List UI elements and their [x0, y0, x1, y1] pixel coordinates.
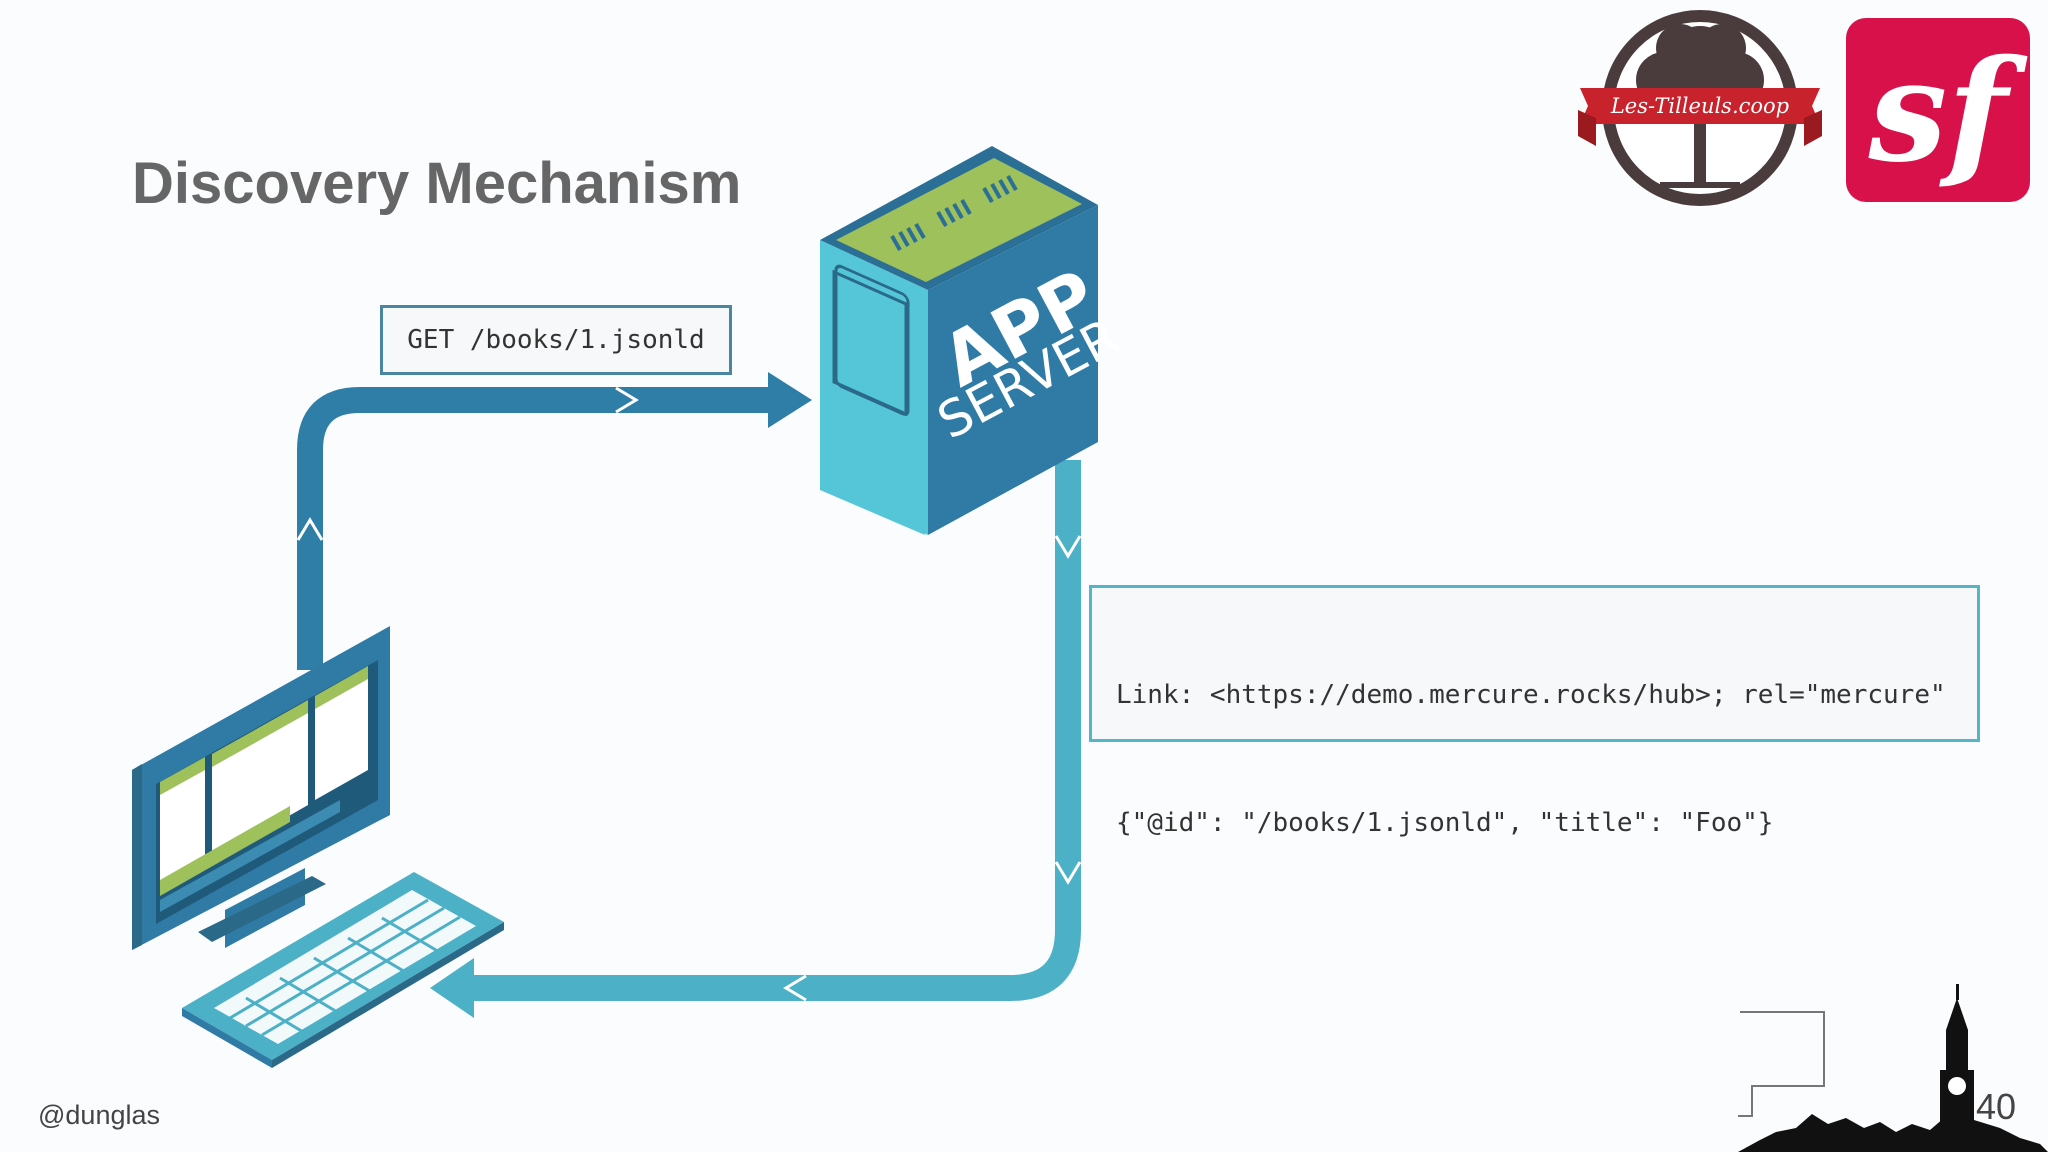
response-body-line: {"@id": "/books/1.jsonld", "title": "Foo…	[1116, 808, 1774, 838]
city-skyline-icon	[1738, 984, 2048, 1152]
desktop-computer-icon	[132, 626, 390, 950]
server-icon: APP SERVER	[820, 146, 1129, 535]
response-header-line: Link: <https://demo.mercure.rocks/hub>; …	[1116, 680, 1946, 710]
request-line: GET /books/1.jsonld	[407, 325, 705, 355]
symfony-logo-text: sf	[1867, 30, 2028, 194]
request-arrow	[296, 372, 812, 670]
symfony-logo: sf	[1846, 18, 2030, 202]
author-handle: @dunglas	[38, 1100, 160, 1130]
keyboard-icon	[182, 872, 504, 1068]
tilleuls-logo-text: Les-Tilleuls.coop	[1610, 94, 1789, 118]
slide-title: Discovery Mechanism	[132, 151, 742, 216]
page-number: 40	[1976, 1086, 2017, 1127]
arrow-right-icon	[768, 372, 812, 428]
request-box: GET /books/1.jsonld	[380, 305, 732, 375]
response-arrow	[430, 460, 1082, 1018]
response-box: Link: <https://demo.mercure.rocks/hub>; …	[1089, 585, 1980, 838]
arrow-left-icon	[430, 958, 474, 1018]
slide-corner-frame	[1738, 1011, 1825, 1117]
tilleuls-logo: Les-Tilleuls.coop	[1578, 10, 1822, 206]
